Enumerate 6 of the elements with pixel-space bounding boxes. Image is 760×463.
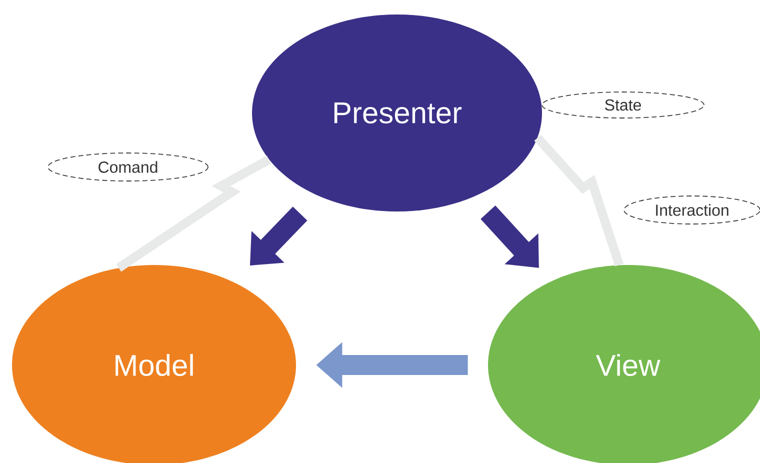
dashed-label: Comand [48,152,208,182]
lightning-bolt [116,156,272,272]
lightning-bolt [534,134,624,266]
dashed-label: State [542,92,704,118]
ellipse-node: Presenter [252,14,542,212]
dashed-label: Interaction [624,196,760,224]
